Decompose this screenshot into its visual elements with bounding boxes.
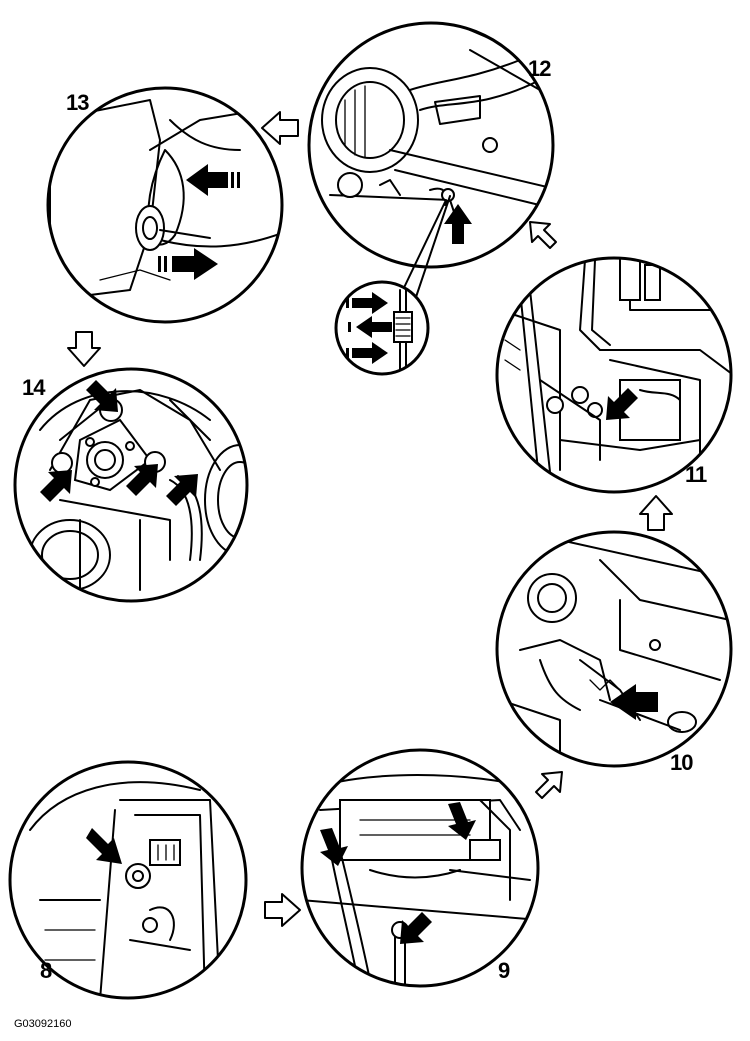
step-12-inset-detail	[334, 280, 430, 376]
step-10-illustration	[495, 530, 733, 768]
step-14-arrow-left-icon	[40, 470, 72, 502]
step-13-illustration	[46, 86, 284, 324]
step-10-arrow-icon	[610, 684, 658, 720]
sequence-arrow-11-to-12-icon	[529, 221, 557, 249]
step-12-number: 12	[528, 56, 551, 81]
step-13-arrow-in-icon	[186, 164, 240, 196]
step-12-illustration	[307, 21, 555, 376]
step-8-arrow-icon	[86, 828, 122, 864]
step-8-illustration	[8, 760, 248, 1000]
step-11-arrow-icon	[606, 388, 638, 420]
step-14-number: 14	[22, 375, 46, 400]
step-14-arrow-right-icon	[166, 474, 198, 506]
figure-code: G03092160	[14, 1018, 72, 1030]
sequence-arrow-12-to-13-icon	[261, 111, 299, 145]
inset-arrow-bottom-icon	[346, 342, 388, 364]
sequence-arrow-9-to-10-icon	[535, 771, 563, 799]
step-9-illustration	[300, 748, 540, 988]
step-14-arrow-top-icon	[86, 380, 118, 412]
step-12-arrow-icon	[444, 204, 472, 244]
step-10-number: 10	[670, 750, 693, 775]
step-9-arrow-left-icon	[320, 828, 348, 866]
step-11-illustration	[495, 256, 733, 494]
step-9-arrow-right-icon	[448, 802, 476, 840]
sequence-arrow-8-to-9-icon	[264, 893, 301, 927]
step-13-number: 13	[66, 90, 89, 115]
inset-arrow-top-icon	[346, 292, 388, 314]
step-11-number: 11	[685, 462, 707, 487]
step-14-illustration	[13, 367, 249, 603]
step-9-arrow-bottom-icon	[400, 912, 432, 944]
step-14-arrow-center-icon	[126, 464, 158, 496]
step-8-number: 8	[40, 958, 52, 983]
step-9-number: 9	[498, 958, 510, 983]
step-13-arrow-out-icon	[158, 248, 218, 280]
sequence-arrow-10-to-11-icon	[639, 495, 673, 531]
sequence-arrow-13-to-14-icon	[67, 331, 101, 367]
inset-arrow-middle-icon	[348, 316, 392, 338]
